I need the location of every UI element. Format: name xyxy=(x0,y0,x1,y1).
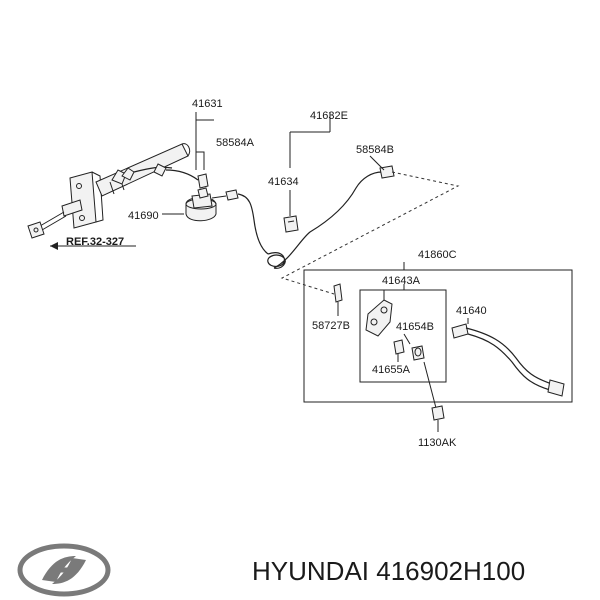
master-cylinder xyxy=(27,143,199,239)
leader-lines-upper xyxy=(50,112,385,250)
bracket-41643a xyxy=(365,290,393,337)
label-58584a: 58584A xyxy=(216,137,255,149)
label-41654b: 41654B xyxy=(396,321,434,333)
label-41634: 41634 xyxy=(268,176,299,188)
brand-part-number: HYUNDAI 416902H100 xyxy=(252,556,525,586)
clip-58727b xyxy=(333,283,343,316)
label-41632e: 41632E xyxy=(310,110,348,122)
label-41655a: 41655A xyxy=(372,364,411,376)
label-41643a: 41643A xyxy=(382,275,421,287)
hose-41640 xyxy=(451,318,565,397)
bolt-1130ak xyxy=(423,361,445,432)
label-41640: 41640 xyxy=(456,305,487,317)
clip-41634 xyxy=(283,215,299,233)
label-58727b: 58727B xyxy=(312,320,350,332)
fittings-41654b-41655a xyxy=(393,333,425,362)
clutch-tube-41632e xyxy=(237,165,395,269)
assembly-box-41860c xyxy=(303,262,573,403)
hyundai-logo-icon xyxy=(17,543,111,597)
label-58584b: 58584B xyxy=(356,144,394,156)
label-41690: 41690 xyxy=(128,210,159,222)
connector-41690 xyxy=(185,173,239,222)
label-ref: REF.32-327 xyxy=(66,236,124,248)
label-1130ak: 1130AK xyxy=(418,437,457,449)
label-41860c: 41860C xyxy=(418,249,457,261)
label-41631: 41631 xyxy=(192,98,223,110)
